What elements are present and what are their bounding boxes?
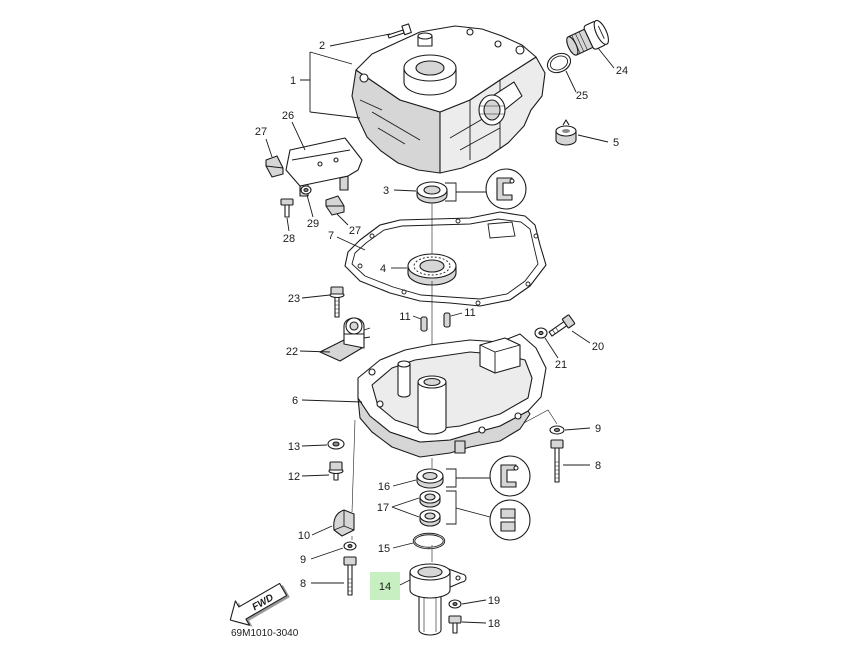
detail-callout-part-3: [445, 168, 527, 210]
part-26-cover-plate: [285, 137, 363, 197]
part-15-o-ring: [412, 532, 446, 550]
callout-3[interactable]: 3: [383, 185, 389, 197]
callout-13[interactable]: 13: [288, 441, 300, 453]
part-3-oil-seal: [416, 181, 448, 204]
callout-14[interactable]: 14: [379, 581, 391, 593]
callout-11-right[interactable]: 11: [464, 307, 475, 319]
callout-22[interactable]: 22: [286, 346, 298, 358]
callout-6[interactable]: 6: [292, 395, 298, 407]
callout-26[interactable]: 26: [282, 110, 294, 122]
part-24-plug: [566, 19, 609, 56]
part-2-bolt: [387, 23, 412, 39]
part-10-clip: [333, 509, 355, 537]
part-14-drive-shaft-housing: [409, 563, 467, 636]
part-27-block-lower: [325, 195, 345, 216]
callout-28[interactable]: 28: [283, 233, 295, 245]
part-6-lower-case: [357, 333, 547, 458]
callout-8-lower[interactable]: 8: [300, 578, 306, 590]
callout-25[interactable]: 25: [576, 90, 588, 102]
part-27-block-upper: [265, 155, 284, 178]
part-23-bolt: [329, 286, 345, 318]
callout-7[interactable]: 7: [328, 230, 334, 242]
part-17-bearing-lower: [419, 509, 441, 527]
part-11-dowel-pin-right: [443, 312, 451, 328]
callout-9-lower[interactable]: 9: [300, 554, 306, 566]
part-11-dowel-pin-left: [420, 316, 428, 332]
part-25-o-ring: [546, 52, 572, 74]
callout-4[interactable]: 4: [380, 263, 386, 275]
part-19-washer: [448, 599, 462, 609]
part-21-washer: [534, 327, 548, 339]
center-line: [351, 203, 558, 562]
part-8-bolt-lower: [343, 556, 357, 596]
part-28-bolt: [280, 198, 294, 218]
part-17-bearing-upper: [419, 490, 441, 508]
callout-27-upper[interactable]: 27: [255, 126, 267, 138]
callout-29[interactable]: 29: [307, 218, 319, 230]
forward-direction-arrow-icon: FWD: [229, 582, 290, 627]
part-12-bolt: [328, 461, 344, 481]
part-8-bolt-right: [550, 439, 564, 483]
callout-27-lower[interactable]: 27: [349, 225, 361, 237]
callout-2[interactable]: 2: [319, 40, 325, 52]
callout-10[interactable]: 10: [298, 530, 310, 542]
part-22-bracket-assembly: [319, 317, 371, 362]
callout-8-right[interactable]: 8: [595, 460, 601, 472]
callout-labels: 2 1 24 25 5 26 27 3 29 27 28 7 4 23 11 1…: [255, 40, 628, 630]
part-16-oil-seal: [416, 468, 444, 489]
part-5-grommet: [555, 119, 577, 146]
callout-highlight: [370, 572, 400, 600]
callout-17[interactable]: 17: [377, 502, 389, 514]
callout-20[interactable]: 20: [592, 341, 604, 353]
callout-1[interactable]: 1: [290, 75, 296, 87]
callout-16[interactable]: 16: [378, 481, 390, 493]
callout-23[interactable]: 23: [288, 293, 300, 305]
part-4-bearing: [407, 253, 457, 286]
callout-15[interactable]: 15: [378, 543, 390, 555]
callout-18[interactable]: 18: [488, 618, 500, 630]
part-20-bolt: [548, 314, 576, 337]
detail-callout-part-16: [446, 455, 531, 497]
leader-lines: [265, 33, 615, 624]
part-29-washer: [300, 185, 312, 195]
part-9-washer-right: [549, 425, 565, 435]
part-13-washer: [327, 438, 345, 450]
callout-12[interactable]: 12: [288, 471, 300, 483]
callout-19[interactable]: 19: [488, 595, 500, 607]
part-1-upper-block: [351, 25, 546, 174]
callout-5[interactable]: 5: [613, 137, 619, 149]
detail-callout-part-17: [446, 490, 531, 541]
diagram-code: 69M1010-3040: [231, 628, 299, 639]
part-18-bolt: [448, 615, 462, 634]
callout-24[interactable]: 24: [616, 65, 628, 77]
callout-21[interactable]: 21: [555, 359, 567, 371]
callout-9-right[interactable]: 9: [595, 423, 601, 435]
part-9-washer-lower: [343, 541, 357, 551]
callout-11-left[interactable]: 11: [399, 311, 410, 323]
